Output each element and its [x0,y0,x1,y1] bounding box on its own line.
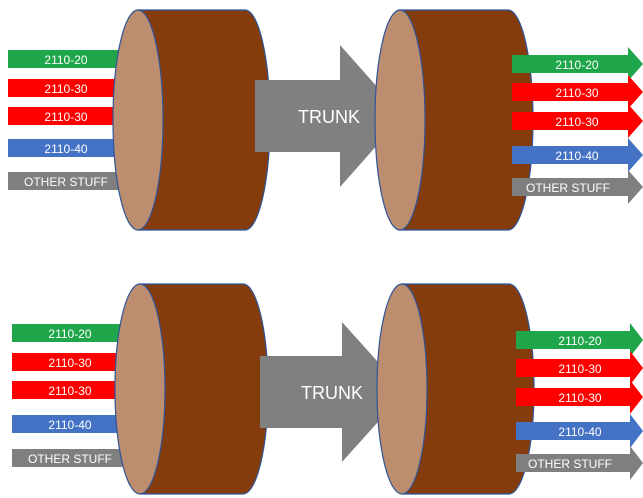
output-arrow-2110-30: 2110-30 [516,380,643,414]
output-arrow-2110-40: 2110-40 [512,138,643,172]
arrow-shape [516,446,643,480]
input-arrow-2110-20: 2110-20 [8,42,146,76]
input-arrow-2110-40: 2110-40 [12,407,148,441]
input-arrow-2110-30: 2110-30 [8,99,146,133]
left-drum-bottom [114,283,269,495]
trunk-label: TRUNK [298,107,360,127]
arrow-shape [512,138,643,172]
right-drum-top [374,9,534,231]
arrow-shape [512,47,643,81]
output-arrow-2110-30: 2110-30 [512,75,643,109]
arrow-label: 2110-30 [558,362,601,376]
arrow-label: OTHER STUFF [526,181,610,195]
diagram-bottom: 2110-20 2110-30 2110-30 2110-40 OTHER ST… [12,283,643,495]
output-arrow-other-stuff: OTHER STUFF [516,446,643,480]
output-arrow-other-stuff: OTHER STUFF [512,170,643,204]
trunk-arrow-bottom: TRUNK [260,322,405,462]
arrow-shape [516,414,643,448]
arrow-label: 2110-20 [48,327,91,341]
diagram-top: 2110-20 2110-30 2110-30 2110-40 OTHER ST… [8,9,643,231]
arrow-shape [516,351,643,385]
arrow-label: 2110-30 [555,115,598,129]
output-arrow-2110-30: 2110-30 [512,104,643,138]
input-flows-top: 2110-20 2110-30 2110-30 2110-40 OTHER ST… [8,42,146,198]
input-arrow-2110-30: 2110-30 [12,373,148,407]
output-arrow-2110-20: 2110-20 [516,323,643,357]
output-arrow-2110-40: 2110-40 [516,414,643,448]
trunk-shape [255,45,403,187]
arrow-shape [8,131,146,165]
arrow-label: 2110-20 [44,53,87,67]
arrow-label: 2110-30 [44,82,87,96]
output-flows-bottom: 2110-20 2110-30 2110-30 2110-40 OTHER ST… [516,323,643,480]
input-arrow-2110-30: 2110-30 [12,345,148,379]
input-arrow-other-stuff: OTHER STUFF [12,441,148,475]
arrow-label: 2110-40 [48,418,91,432]
arrow-shape [512,75,643,109]
arrow-label: 2110-40 [558,425,601,439]
output-flows-top: 2110-20 2110-30 2110-30 2110-40 OTHER ST… [512,47,643,204]
arrow-shape [512,104,643,138]
output-arrow-2110-30: 2110-30 [516,351,643,385]
drum-face [112,9,164,231]
arrow-label: 2110-20 [558,334,601,348]
arrow-label: 2110-40 [555,149,598,163]
arrow-shape [8,71,146,105]
arrow-shape [12,441,148,475]
arrow-shape [516,323,643,357]
arrow-shape [512,170,643,204]
arrow-label: 2110-30 [44,110,87,124]
trunk-shape [260,322,405,462]
arrow-label: OTHER STUFF [28,452,112,466]
arrow-label: OTHER STUFF [528,457,612,471]
arrow-shape [516,380,643,414]
arrow-shape [12,345,148,379]
input-arrow-2110-40: 2110-40 [8,131,146,165]
drum-face [114,283,166,495]
arrow-shape [8,42,146,76]
arrow-label: 2110-30 [48,384,91,398]
arrow-label: 2110-20 [555,58,598,72]
input-arrow-2110-20: 2110-20 [12,316,148,350]
input-arrow-other-stuff: OTHER STUFF [8,164,146,198]
right-drum-bottom [376,283,535,495]
drum-face [376,283,428,495]
arrow-label: OTHER STUFF [24,175,108,189]
arrow-label: 2110-40 [44,142,87,156]
arrow-shape [12,373,148,407]
arrow-shape [8,164,146,198]
input-flows-bottom: 2110-20 2110-30 2110-30 2110-40 OTHER ST… [12,316,148,475]
drum-face [374,9,426,231]
arrow-shape [12,407,148,441]
trunk-arrow-top: TRUNK [255,45,403,187]
arrow-label: 2110-30 [558,391,601,405]
arrow-shape [12,316,148,350]
left-drum-top [112,9,271,231]
trunk-label: TRUNK [301,383,363,403]
input-arrow-2110-30: 2110-30 [8,71,146,105]
arrow-shape [8,99,146,133]
arrow-label: 2110-30 [555,86,598,100]
output-arrow-2110-20: 2110-20 [512,47,643,81]
arrow-label: 2110-30 [48,356,91,370]
